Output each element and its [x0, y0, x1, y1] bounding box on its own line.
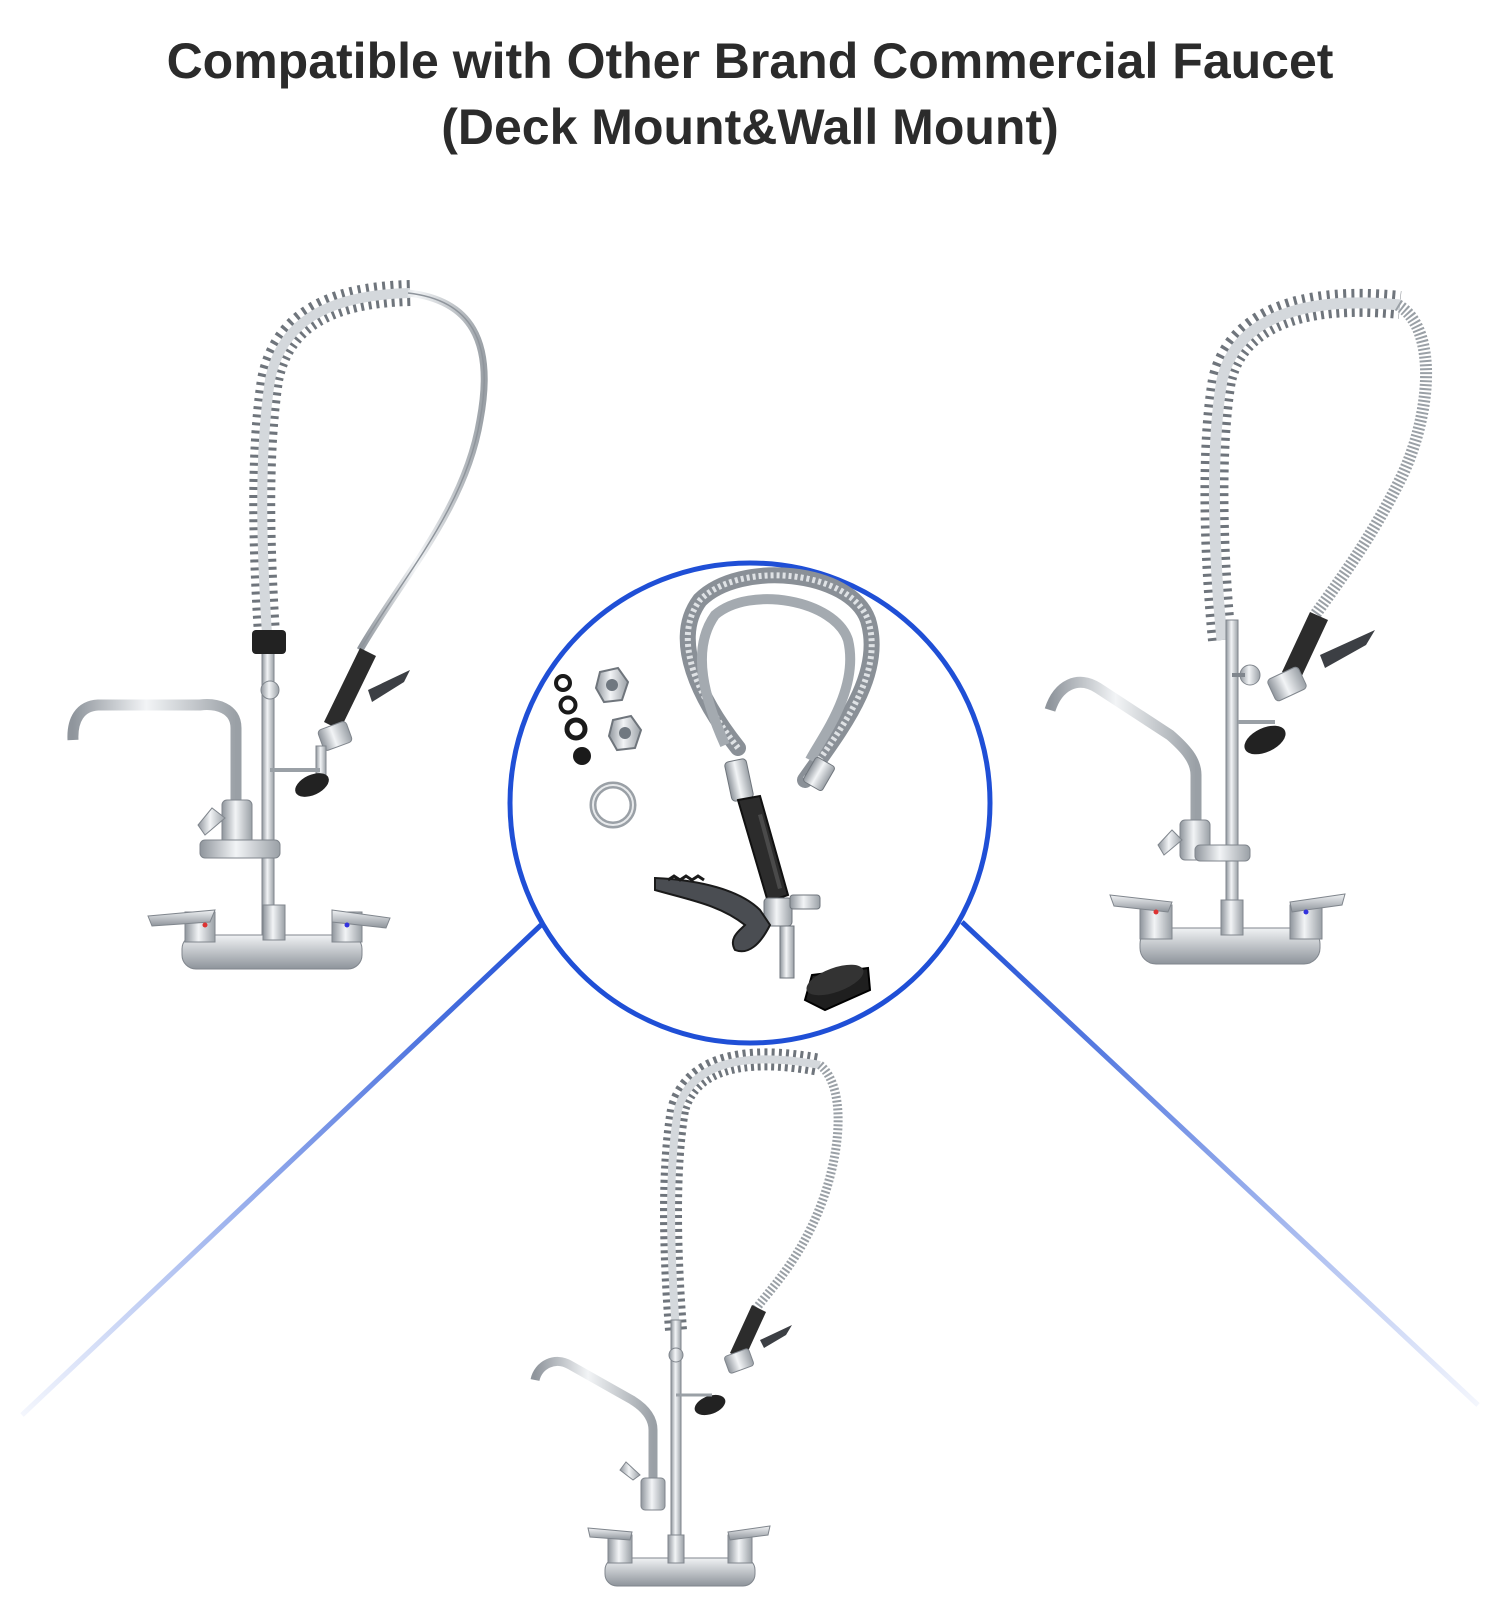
o-ring — [564, 717, 588, 741]
page-title: Compatible with Other Brand Commercial F… — [0, 28, 1500, 160]
connector-line-left — [20, 923, 543, 1417]
o-ring — [573, 747, 591, 765]
hose-end-fitting — [803, 756, 835, 792]
hex-nut — [594, 666, 630, 704]
faucet-bottom — [530, 1048, 843, 1587]
pre-rinse-kit — [554, 567, 880, 1012]
faucet-deck-mount — [67, 280, 488, 970]
o-ring — [558, 695, 578, 715]
connector-line-right — [960, 920, 1480, 1407]
title-line-1: Compatible with Other Brand Commercial F… — [166, 33, 1334, 89]
faucet-wall-mount — [1044, 288, 1433, 965]
hex-nut — [607, 714, 643, 752]
o-ring — [554, 674, 572, 692]
title-line-2: (Deck Mount&Wall Mount) — [441, 99, 1059, 155]
spray-gun-lever — [654, 876, 772, 953]
